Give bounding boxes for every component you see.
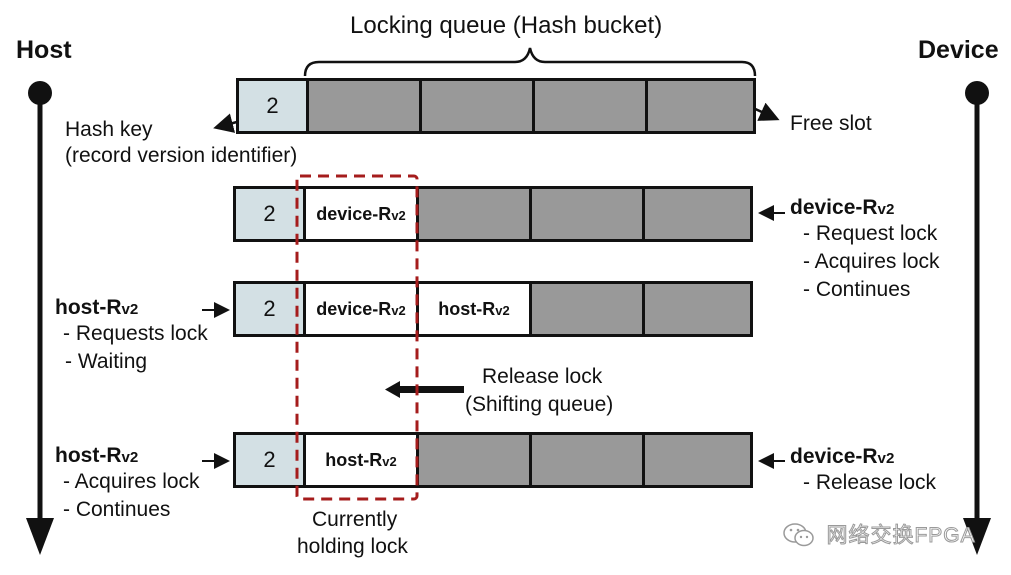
empty-slot: [306, 81, 419, 131]
hash-key-cell: 2: [239, 81, 306, 131]
empty-slot: [416, 435, 529, 485]
annotation-step: - Release lock: [803, 471, 937, 494]
host-title: Host: [16, 36, 72, 64]
slot-device-r: device-Rv2: [303, 189, 416, 239]
annotation-actor: device-Rv2: [790, 445, 895, 468]
device-release-annotation: device-Rv2 - Release lock: [790, 445, 936, 497]
watermark: 网络交换FPGA: [782, 519, 976, 553]
host-acquire-annotation: host-Rv2 - Acquires lock - Continues: [55, 444, 200, 524]
empty-slot: [529, 435, 642, 485]
holding-lock-caption: Currently: [312, 508, 398, 531]
annotation-step: - Waiting: [65, 350, 148, 373]
queue-row-host-request: 2 device-Rv2 host-Rv2: [233, 281, 753, 337]
slot-host-r: host-Rv2: [416, 284, 529, 334]
hash-key-caption: Hash key: [65, 118, 153, 141]
host-request-annotation: host-Rv2 - Requests lock - Waiting: [55, 296, 208, 376]
annotation-step: - Continues: [63, 498, 171, 521]
hash-key-caption-detail: (record version identifier): [65, 144, 298, 167]
device-timeline-arrowhead: [963, 518, 991, 555]
slot-label: device-Rv2: [316, 203, 406, 224]
empty-slot: [642, 435, 750, 485]
queue-title: Locking queue (Hash bucket): [350, 12, 663, 39]
queue-brace: [303, 47, 757, 77]
empty-slot: [529, 189, 642, 239]
empty-slot: [642, 189, 750, 239]
device-request-annotation: device-Rv2 - Request lock - Acquires loc…: [790, 196, 940, 304]
release-lock-arrow: [385, 381, 464, 398]
annotation-step: - Request lock: [803, 222, 938, 245]
annotation-step: - Acquires lock: [63, 470, 200, 493]
annotation-step: - Acquires lock: [803, 250, 940, 273]
annotation-step: - Requests lock: [63, 322, 208, 345]
device-timeline: [963, 81, 991, 555]
slot-label: host-Rv2: [438, 298, 510, 319]
hash-key-cell: 2: [236, 189, 303, 239]
hash-key-cell: 2: [236, 435, 303, 485]
holding-lock-caption-detail: holding lock: [297, 535, 408, 558]
empty-slot: [645, 81, 753, 131]
empty-slot: [416, 189, 529, 239]
queue-row-after-release: 2 host-Rv2: [233, 432, 753, 488]
empty-slot: [642, 284, 750, 334]
release-lock-caption-detail: (Shifting queue): [465, 393, 614, 416]
watermark-text: 网络交换FPGA: [826, 524, 976, 548]
wechat-icon: [782, 522, 816, 553]
annotation-actor: host-Rv2: [55, 296, 139, 319]
queue-row-initial: 2: [236, 78, 756, 134]
slot-device-r: device-Rv2: [303, 284, 416, 334]
queue-row-device-request: 2 device-Rv2: [233, 186, 753, 242]
empty-slot: [532, 81, 645, 131]
annotation-actor: device-Rv2: [790, 196, 895, 219]
annotation-actor: host-Rv2: [55, 444, 139, 467]
device-title: Device: [918, 36, 999, 64]
release-lock-caption: Release lock: [482, 365, 603, 388]
host-timeline-arrowhead: [26, 518, 54, 555]
slot-label: host-Rv2: [325, 449, 397, 470]
empty-slot: [419, 81, 532, 131]
free-slot-caption: Free slot: [790, 112, 872, 135]
hash-key-cell: 2: [236, 284, 303, 334]
host-timeline: [26, 81, 54, 555]
empty-slot: [529, 284, 642, 334]
slot-host-r: host-Rv2: [303, 435, 416, 485]
slot-label: device-Rv2: [316, 298, 406, 319]
annotation-step: - Continues: [803, 278, 911, 301]
